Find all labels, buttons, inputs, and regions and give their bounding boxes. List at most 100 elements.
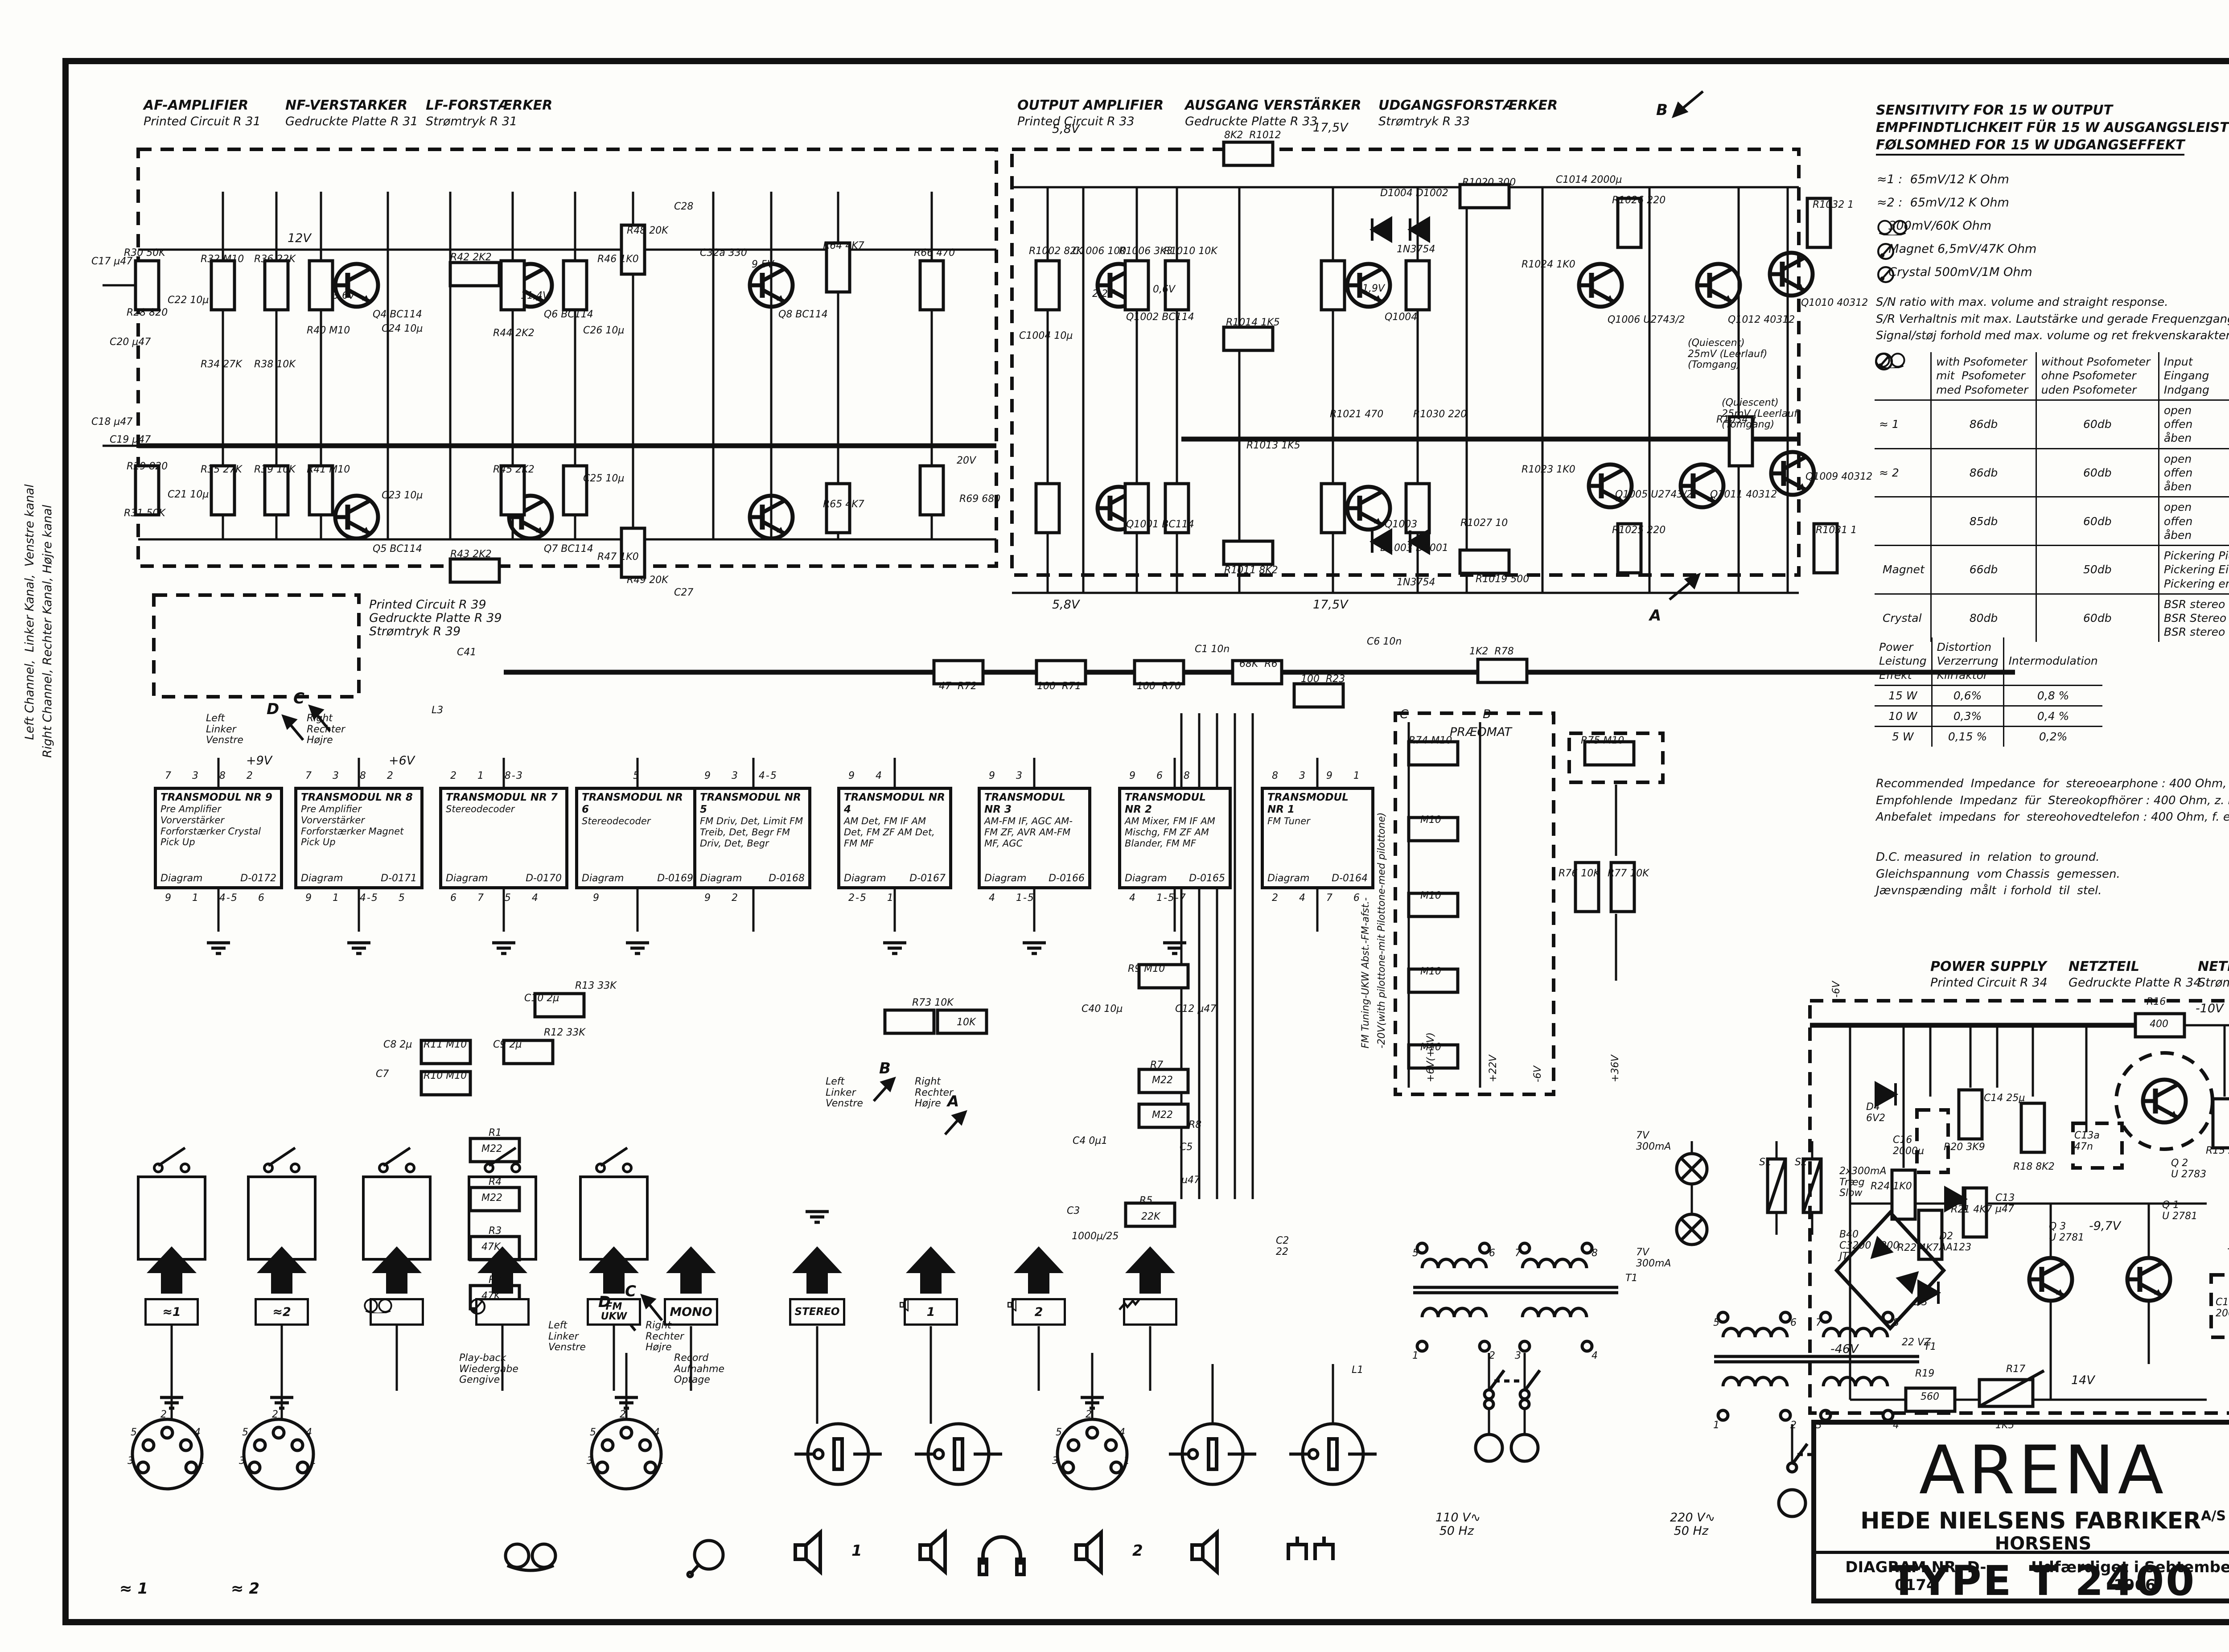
button-mono[interactable]: MONO xyxy=(658,1298,724,1326)
component-label: R1027 10 xyxy=(1460,518,1508,529)
sensitivity-title-dk: FØLSOMHED FOR 15 W UDGANGSEFFEKT xyxy=(1876,137,2185,156)
component-label: +6V(+9V) xyxy=(1425,1032,1436,1082)
component-label: 1K5 xyxy=(1995,1420,2015,1431)
component-label: C27 xyxy=(674,587,694,598)
headphones-icon xyxy=(978,1535,1026,1576)
component-label: R24 1K0 xyxy=(1871,1181,1912,1192)
component-label: Q1002 BC114 xyxy=(1126,312,1194,323)
module-pins-top: 9 4 xyxy=(848,770,883,781)
component-label: R77 10K xyxy=(1608,868,1649,879)
component-label: A xyxy=(947,1093,959,1110)
component-label: R2 xyxy=(489,1274,502,1286)
component-label: C1014 2000µ xyxy=(1556,174,1622,185)
module-pins-bottom: 2-5 1 xyxy=(848,892,894,904)
drawing-border xyxy=(62,58,2229,1625)
section-sub-psu-dk: Strømtryk R 34 xyxy=(2198,975,2229,990)
component-label: C xyxy=(293,690,304,707)
component-label: D xyxy=(267,700,280,718)
component-label: R47 1K0 xyxy=(597,551,639,563)
component-label: 2 xyxy=(160,1409,167,1420)
button-phono[interactable] xyxy=(469,1298,536,1326)
pcb-outlines xyxy=(136,148,2229,1415)
component-label: R29 820 xyxy=(127,461,168,472)
section-sub-out-dk: Strømtryk R 33 xyxy=(1378,114,1470,128)
component-label: -46V xyxy=(1830,1342,1859,1356)
component-label: Q1011 40312 xyxy=(1710,489,1777,500)
module-description: Pre Amplifier Vorverstärker Forforstærke… xyxy=(160,804,261,848)
component-label: 22K xyxy=(1141,1211,1160,1222)
component-label: 4 xyxy=(654,1427,660,1438)
component-label: D2 AA123 xyxy=(1939,1231,1972,1253)
button-speaker-2[interactable]: 2 xyxy=(1005,1298,1072,1326)
component-label: 1,9V xyxy=(1362,283,1385,294)
module-pins-top: 8 3 9 1 xyxy=(1272,770,1361,781)
component-label: 1 xyxy=(658,1455,664,1467)
component-label: R1006 3K3 xyxy=(1119,246,1173,257)
component-label: R1014 1K5 xyxy=(1226,317,1280,328)
component-label: R11 M10 xyxy=(424,1039,467,1050)
component-label: Q6 BC114 xyxy=(544,309,593,320)
component-label: 5,8V xyxy=(1052,122,1080,136)
component-label: C17 µ47 xyxy=(91,256,133,267)
component-label: 220 V∿ 50 Hz xyxy=(1670,1511,1715,1538)
component-label: 7V 300mA xyxy=(1636,1130,1671,1152)
button-stereo[interactable]: STEREO xyxy=(784,1298,851,1326)
component-label: Q5 BC114 xyxy=(373,543,422,555)
speaker-icon xyxy=(1008,1298,1016,1311)
transmodul-3: TRANSMODUL NR 3 AM-FM IF, AGC AM-FM ZF, … xyxy=(978,787,1091,889)
component-label: 11,4V xyxy=(521,290,550,301)
impedance-note: Recommended Impedance for stereoearphone… xyxy=(1876,776,2229,826)
r39-label-de: Gedruckte Platte R 39 xyxy=(369,611,502,625)
component-label: R42 2K2 xyxy=(450,252,492,263)
module-diagram-number: D-0164 xyxy=(1332,873,1368,884)
component-label: R8 xyxy=(1189,1119,1202,1130)
button-tape1[interactable]: ≈1 xyxy=(138,1298,205,1326)
module-description: AM Det, FM IF AM Det, FM ZF AM Det, FM M… xyxy=(844,816,935,849)
component-label: R1 xyxy=(489,1127,502,1138)
button-tape-play[interactable] xyxy=(1117,1298,1184,1326)
section-sub-af-en: Printed Circuit R 31 xyxy=(144,114,261,128)
component-label: 100 R71 xyxy=(1037,681,1082,692)
component-label: D3 xyxy=(1914,1297,1928,1308)
button-fm-ukw[interactable]: FM UKW xyxy=(580,1298,647,1326)
crystal-pickup-icon xyxy=(1875,352,1893,371)
button-speaker-1[interactable]: 1 xyxy=(897,1298,964,1326)
component-label: ≈ 2 xyxy=(231,1580,259,1598)
component-label: 4 xyxy=(1592,1350,1598,1361)
module-description: FM Tuner xyxy=(1267,816,1310,827)
component-label: 8K2 R1012 xyxy=(1224,130,1281,141)
button-tape2[interactable]: ≈2 xyxy=(248,1298,315,1326)
dc-note: D.C. measured in relation to ground.Glei… xyxy=(1876,851,2120,898)
component-label: D1003 D1001 xyxy=(1380,542,1448,554)
component-label: C40 10µ xyxy=(1082,1003,1123,1015)
module-pins-bottom: 6 7 5 4 xyxy=(450,892,539,904)
table-header-row: with Psofometer mit Psofometer med Psofo… xyxy=(1875,352,2229,401)
component-label: R1030 220 xyxy=(1413,409,1467,420)
component-label: M22 xyxy=(1152,1110,1173,1121)
transmodul-5: TRANSMODUL NR 5 FM Driv, Det, Limit FM T… xyxy=(693,787,811,889)
component-label: 9,5V xyxy=(752,259,774,270)
component-label: R48 20K xyxy=(627,225,668,236)
component-label: 17,5V xyxy=(1313,121,1348,135)
component-label: Left Linker Venstre xyxy=(548,1320,586,1353)
component-label: 17,5V xyxy=(1313,598,1348,612)
component-label: Left Linker Venstre xyxy=(206,713,243,746)
component-label: R28 820 xyxy=(127,307,168,318)
module-pins-bottom: 9 1 4-5 6 xyxy=(165,892,265,904)
module-description: AM Mixer, FM IF AM Mischg, FM ZF AM Blan… xyxy=(1125,816,1215,849)
component-label: µ47 xyxy=(1181,1175,1200,1186)
component-label: Q1004 xyxy=(1385,312,1418,323)
section-sub-out-en: Printed Circuit R 33 xyxy=(1017,114,1135,128)
component-label: R76 10K xyxy=(1559,868,1600,879)
component-label: 3,6V xyxy=(333,290,355,301)
connector-sockets xyxy=(132,1419,1377,1489)
section-sub-out-de: Gedruckte Platte R 33 xyxy=(1185,114,1318,128)
button-tape-monitor[interactable] xyxy=(363,1298,430,1326)
